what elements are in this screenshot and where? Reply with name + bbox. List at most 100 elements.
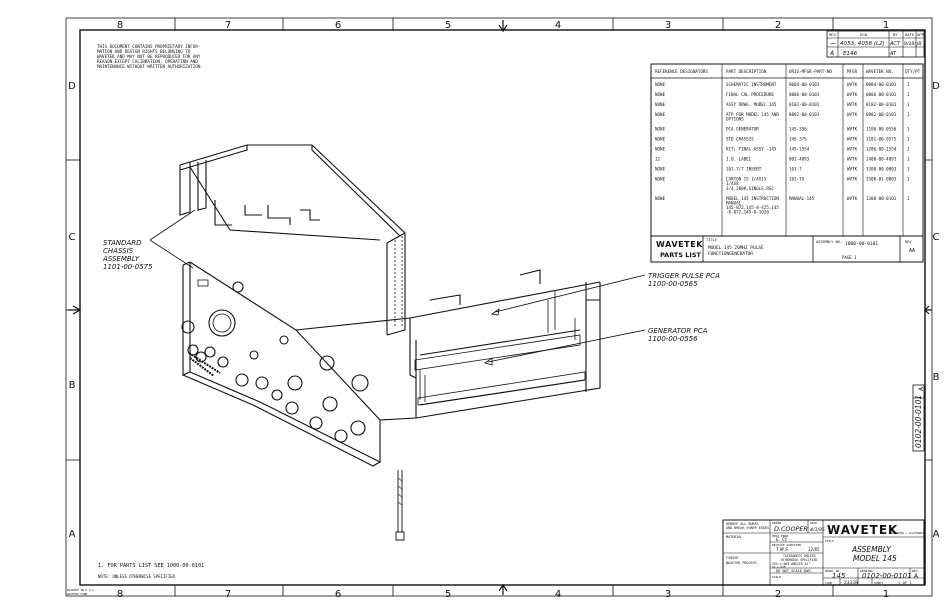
table-cell-description: FINAL CAL PROCEDURE <box>726 92 774 97</box>
table-cell-mfgr: WVTK <box>847 157 858 162</box>
table-cell-wno: 0004-00-0101 <box>866 82 897 87</box>
zone-label: 7 <box>225 20 231 31</box>
tb-release-date: 12/85 <box>808 547 820 552</box>
rev-cell: E146 <box>843 51 858 57</box>
tb-drawing-no: 0102-00-0101 <box>862 572 912 580</box>
table-cell-description: KIT, FINAL ASSY -145 <box>726 147 777 152</box>
parts-rev: AA <box>909 248 915 254</box>
callout-standard-chassis: STANDARD CHASSIS ASSEMBLY 1101-00-0575 <box>102 209 196 271</box>
outer-border <box>65 17 933 597</box>
table-cell-orig: 0006-00-0101 <box>789 92 820 97</box>
parts-header: ORIG-MFGR-PART-NO <box>789 69 832 74</box>
assembly-no: 1000-00-0101 <box>845 241 878 247</box>
table-cell-mfgr: WVTK <box>847 137 858 142</box>
rev-cell: ACT <box>889 41 901 47</box>
tb-code-label: CODE <box>825 581 832 585</box>
table-cell-description: PCA GENERATOR <box>726 127 759 132</box>
zone-rows: D C B A D C B A <box>68 81 940 540</box>
tb-tolerance: XX ±.008 <box>772 565 786 569</box>
zone-label: C <box>933 232 940 243</box>
table-cell-description: MANUAL <box>726 200 742 205</box>
notice-line: THIS DOCUMENT CONTAINS PROPRIETARY INFOR… <box>97 44 200 49</box>
side-drawing-number: A 0102-00-0101 <box>912 384 925 452</box>
table-cell-ref: 12 <box>655 157 661 162</box>
note-parts-list: 1. FOR PARTS LIST SEE 1000-00-0101 <box>98 563 204 569</box>
table-cell-wno: 0102-00-0101 <box>866 102 897 107</box>
zone-label: D <box>932 81 940 92</box>
notice-line: MAINTENANCE WITHOUT WRITTEN AUTHORIZATIO… <box>97 64 203 69</box>
tb-burrs: REMOVE ALL BURRS <box>726 522 759 526</box>
table-cell-mfgr: WVTK <box>847 82 858 87</box>
table-cell-orig: 101-7A <box>789 177 805 182</box>
parts-rev-label: REV <box>905 240 912 244</box>
tb-date: 4/3/85 <box>810 527 825 533</box>
cover-top <box>179 144 406 336</box>
table-cell-mfgr: WVTK <box>847 196 858 201</box>
table-cell-wno: 3300-00-0003 <box>866 167 897 172</box>
zone-label: D <box>68 81 76 92</box>
callout-line: GENERATOR PCA <box>648 327 708 335</box>
tb-sheet: 1 OF 1 <box>898 580 912 585</box>
generator-pcb <box>417 371 586 406</box>
table-cell-ref: NONE <box>655 102 666 107</box>
rev-cell: AT <box>889 51 897 57</box>
side-rev: A <box>918 386 925 391</box>
table-cell-wno: 0006-00-0101 <box>866 92 897 97</box>
table-cell-mfgr: WVTK <box>847 102 858 107</box>
table-cell-ref: NONE <box>655 82 666 87</box>
table-cell-description: 3/4.200#,SINGLE,RSC <box>726 186 774 191</box>
parts-header: REFERENCE DESIGNATORS <box>655 69 708 74</box>
rev-cell: 4053, 4058 (L2) <box>840 41 885 47</box>
table-cell-qty: 1 <box>907 147 910 152</box>
tb-drawn-by: D.COOPER <box>774 525 808 533</box>
notice-line: REASON EXCEPT CALIBRATION, OPERATION AND <box>97 59 198 64</box>
table-cell-mfgr: WVTK <box>847 147 858 152</box>
table-cell-description: MODEL 145 INSTRUCTION <box>726 196 779 201</box>
assembly-label: ASSEMBLY NO. <box>816 240 842 244</box>
table-cell-description: CARTON 15 1/4X15 <box>726 177 767 182</box>
table-cell-mfgr: WVTK <box>847 92 858 97</box>
parts-header: QTY/PT <box>905 69 921 74</box>
rev-cell: 8/28/ <box>904 41 916 47</box>
table-cell-description: 145-872,145-8-425,145 <box>726 205 779 210</box>
tb-date-label: DATE <box>810 521 817 525</box>
proprietary-notice: THIS DOCUMENT CONTAINS PROPRIETARY INFOR… <box>97 44 203 69</box>
zone-label: B <box>933 372 940 383</box>
tb-rev-label: REV <box>912 569 918 573</box>
callout-line: STANDARD <box>103 239 142 247</box>
table-cell-orig: 101-7 <box>789 167 802 172</box>
zone-label: 6 <box>335 20 341 31</box>
zone-label: 6 <box>335 589 341 600</box>
table-cell-description: I.D. LABEL <box>726 157 752 162</box>
table-cell-description: ATP FOR MODEL 145 AND <box>726 112 779 117</box>
table-cell-qty: 1 <box>907 102 910 107</box>
zone-label: 5 <box>445 589 451 600</box>
table-cell-orig: 0004-00-0101 <box>789 82 820 87</box>
table-cell-ref: NONE <box>655 127 666 132</box>
table-cell-orig: MANUAL-145 <box>789 196 815 201</box>
zone-label: 3 <box>665 20 671 31</box>
tb-burrs: AND BREAK SHARP EDGES <box>726 526 769 530</box>
table-cell-ref: NONE <box>655 147 666 152</box>
zone-label: 4 <box>555 589 561 600</box>
parts-page: PAGE 1 <box>842 255 857 260</box>
zone-label: 5 <box>445 20 451 31</box>
zone-label: B <box>69 380 76 391</box>
table-cell-wno: 3300-01-0003 <box>866 177 897 182</box>
table-cell-orig: 0102-00-0101 <box>789 102 820 107</box>
table-cell-wno: 1300-00-0101 <box>866 196 897 201</box>
table-cell-description: -8-872,145-8-1020 <box>726 210 769 215</box>
table-cell-qty: 1 <box>907 92 910 97</box>
trigger-pcb <box>414 334 581 371</box>
tb-finish-label: FINISH <box>726 556 738 560</box>
table-cell-wno: 0802-00-0101 <box>866 112 897 117</box>
parts-list-brand: WAVETEK <box>656 240 703 249</box>
table-cell-qty: 1 <box>907 112 910 117</box>
callout-line: 1100-00-0556 <box>648 335 698 343</box>
table-cell-mfgr: WVTK <box>847 112 858 117</box>
